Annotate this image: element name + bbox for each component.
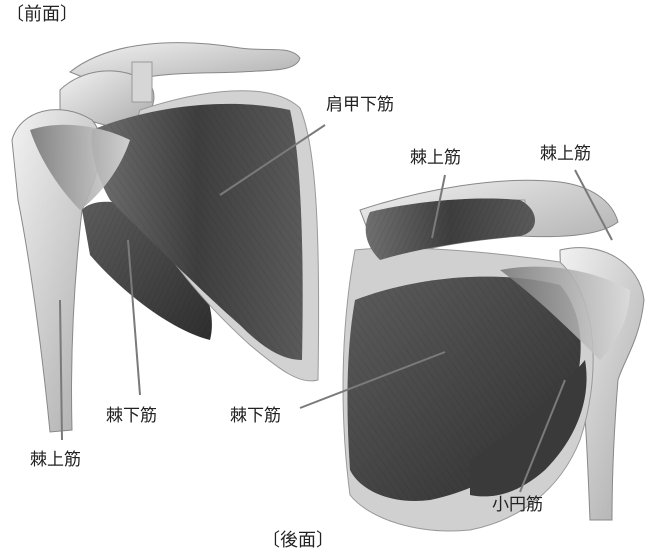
front-view [12,43,319,432]
label-supraspinatus-back-right: 棘上筋 [540,146,591,163]
front-view-caption: 〔前面〕 [6,6,78,24]
front-ligament [132,62,152,102]
label-infraspinatus-back: 棘下筋 [230,408,281,425]
label-supraspinatus-back-mid: 棘上筋 [410,150,461,167]
label-teres-minor: 小円筋 [492,497,543,514]
label-infraspinatus-front: 棘下筋 [106,408,157,425]
back-view-caption: 〔後面〕 [262,532,334,550]
label-supraspinatus-front: 棘上筋 [30,452,81,469]
back-view [343,180,644,531]
label-subscapularis: 肩甲下筋 [326,97,394,114]
